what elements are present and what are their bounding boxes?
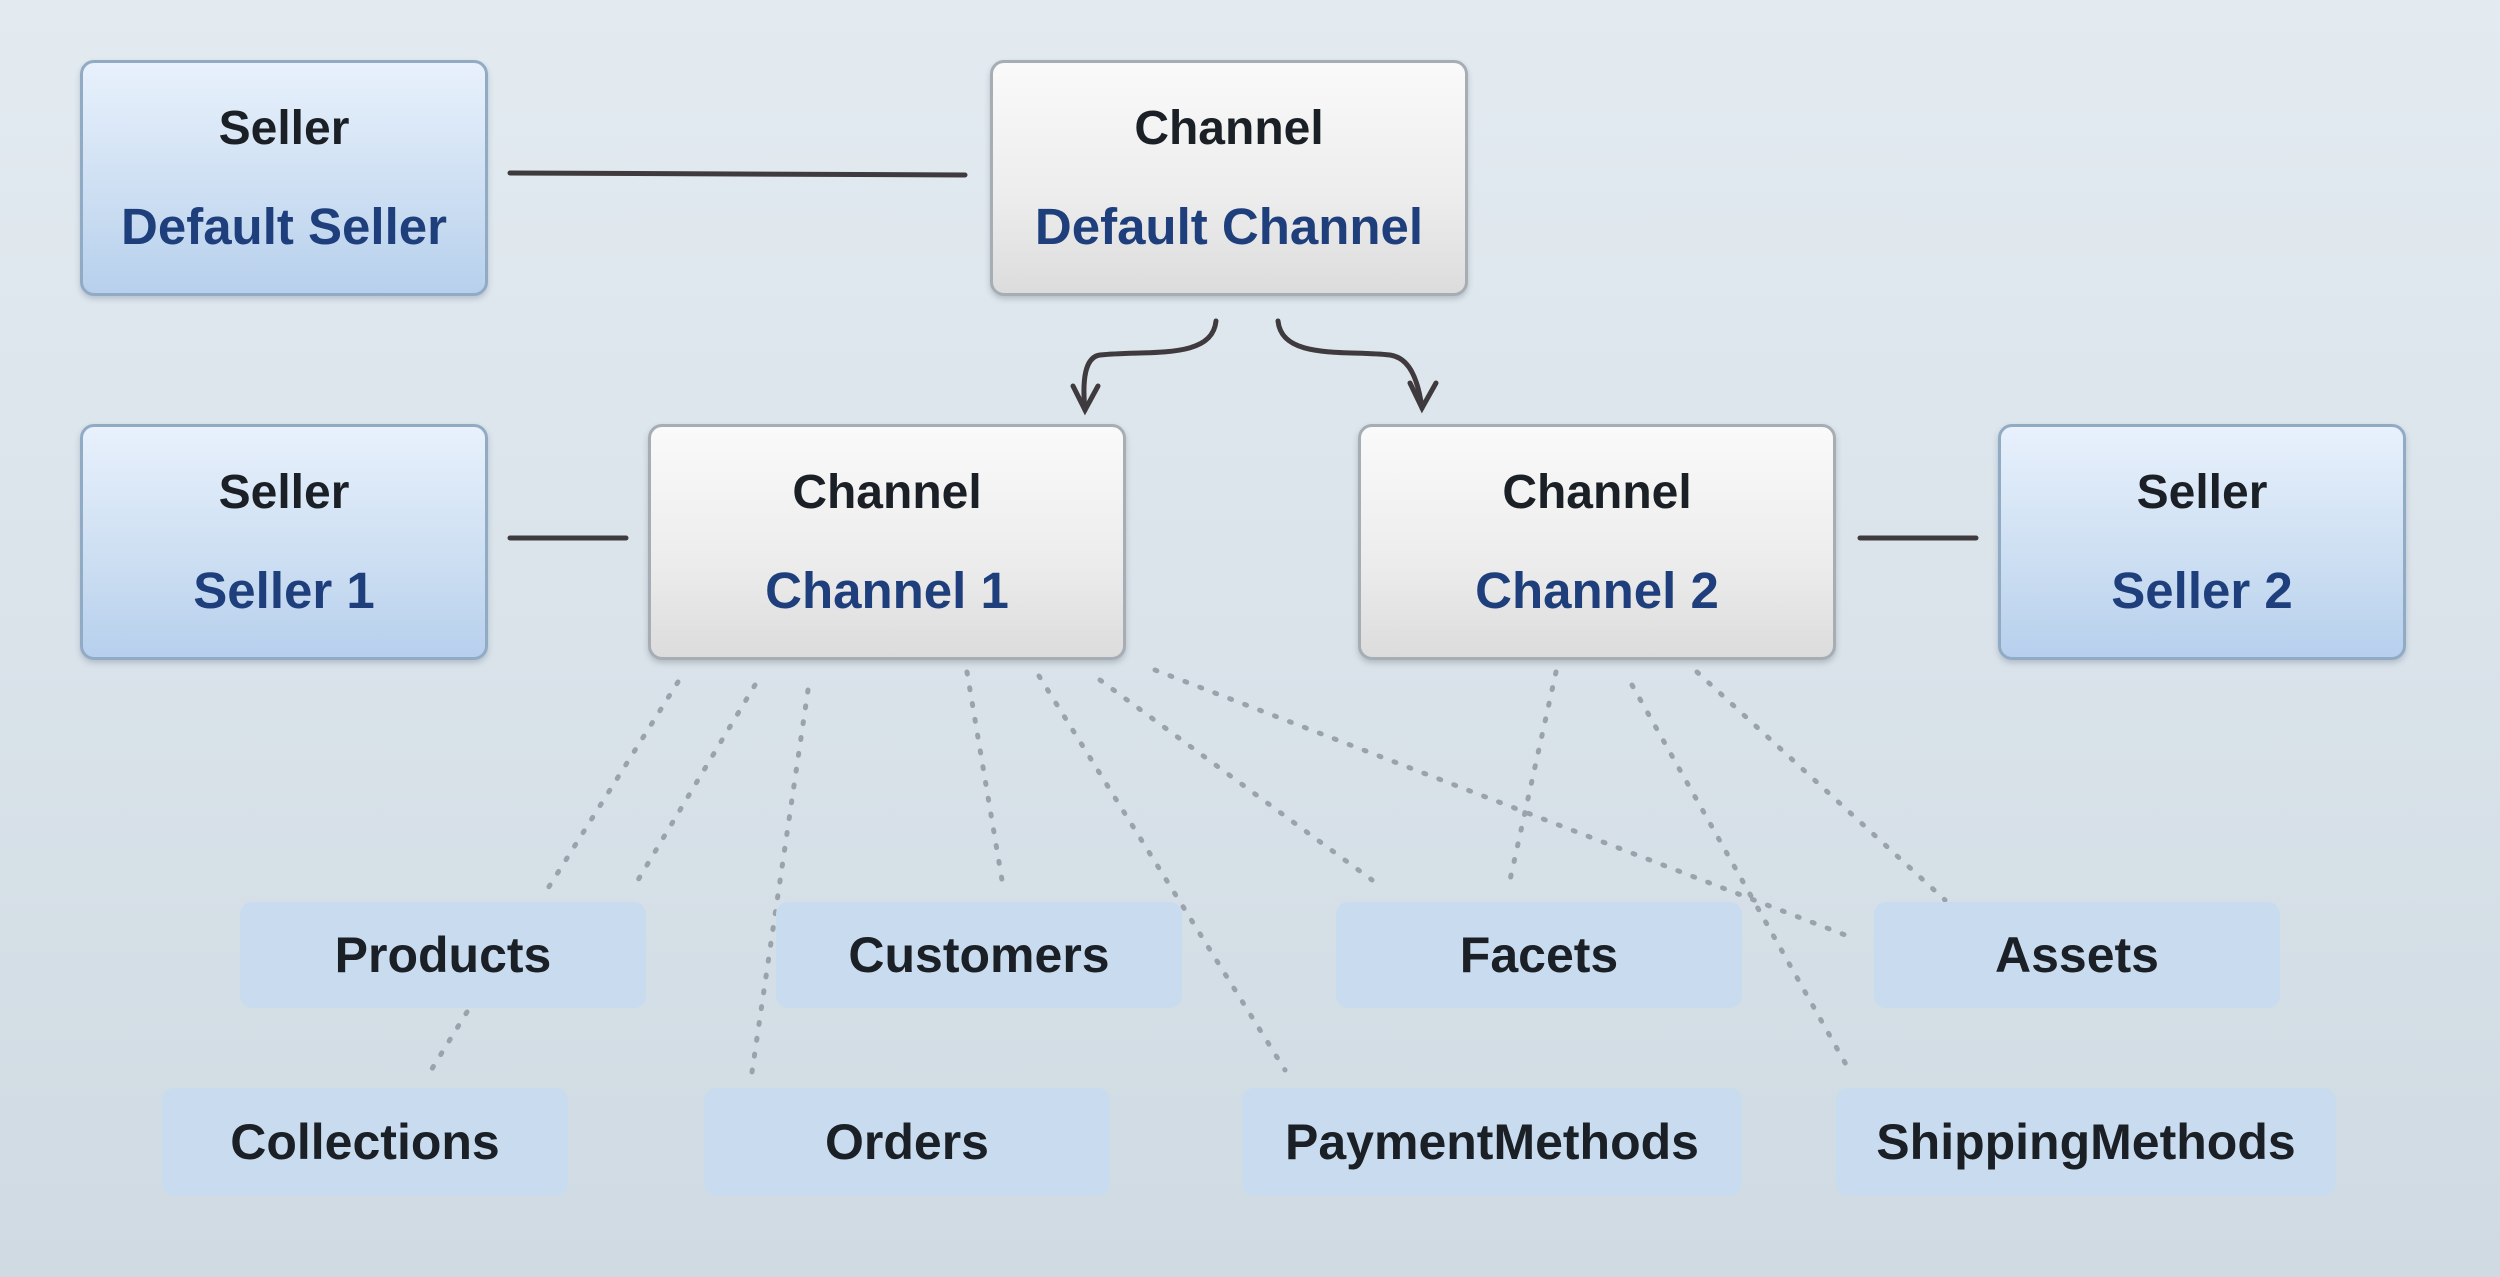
default-channel-kind: Channel <box>1134 101 1324 155</box>
dotted-links <box>427 667 1948 1075</box>
entity-payment-methods: PaymentMethods <box>1242 1088 1742 1196</box>
channel-2-facets-link <box>1507 669 1559 883</box>
channel-2-name: Channel 2 <box>1475 561 1719 619</box>
seller-2-box: Seller Seller 2 <box>1998 424 2406 660</box>
default-seller-kind: Seller <box>218 101 350 155</box>
seller-1-kind: Seller <box>218 465 350 519</box>
entity-assets: Assets <box>1874 902 2280 1008</box>
channel-1-payment-methods-link <box>1036 673 1288 1073</box>
default-channel-to-channel-2-arrow <box>1275 318 1425 411</box>
default-channel-box: Channel Default Channel <box>990 60 1468 296</box>
channel-1-box: Channel Channel 1 <box>648 424 1126 660</box>
channel-1-products-link-a <box>542 679 681 896</box>
seller-2-kind: Seller <box>2136 465 2268 519</box>
channel-1-assets-link <box>1152 667 1856 941</box>
default-channel-to-channel-1-arrow <box>1081 318 1219 413</box>
default-seller-name: Default Seller <box>121 197 447 255</box>
channel-1-name: Channel 1 <box>765 561 1009 619</box>
entity-customers: Customers <box>776 902 1182 1008</box>
seller-1-name: Seller 1 <box>193 561 375 619</box>
entity-facets: Facets <box>1336 902 1742 1008</box>
entity-products: Products <box>240 902 646 1008</box>
default-seller-box: Seller Default Seller <box>80 60 488 296</box>
channel-2-box: Channel Channel 2 <box>1358 424 1836 660</box>
entity-shipping-methods: ShippingMethods <box>1836 1088 2336 1196</box>
seller-1-box: Seller Seller 1 <box>80 424 488 660</box>
entity-collections: Collections <box>162 1088 568 1196</box>
channel-1-orders-link <box>749 687 811 1075</box>
seller-2-name: Seller 2 <box>2111 561 2293 619</box>
products-collections-link <box>427 1009 470 1075</box>
channel-2-shipping-methods-link <box>1629 682 1851 1071</box>
channel-1-kind: Channel <box>792 465 982 519</box>
default-channel-name: Default Channel <box>1034 197 1424 255</box>
solid-connectors <box>507 170 1979 541</box>
channel-1-facets-link <box>1097 677 1375 883</box>
channel-2-kind: Channel <box>1502 465 1692 519</box>
entity-orders: Orders <box>704 1088 1110 1196</box>
channel-2-arrowhead <box>1407 380 1439 414</box>
channel-1-customers-link <box>964 669 1005 883</box>
default-seller-to-default-channel-line <box>507 170 968 178</box>
channel-1-arrowhead <box>1070 383 1101 416</box>
channel-1-products-link-b <box>635 682 758 883</box>
